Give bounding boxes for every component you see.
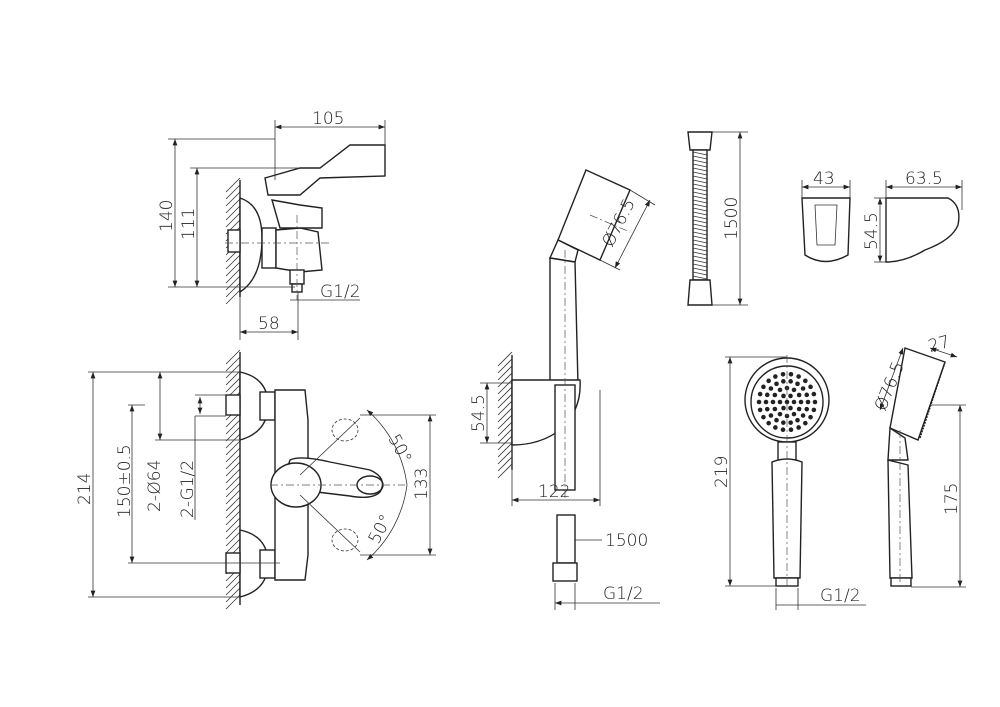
dim-2-g12: 2-G1/2	[178, 460, 198, 518]
hose-length-label: 1500	[605, 531, 648, 551]
angle-50-upper: 50°	[384, 431, 416, 467]
dim-58: 58	[258, 314, 280, 334]
dim-holder-43: 43	[813, 169, 835, 189]
spray-nozzles	[756, 371, 818, 433]
dim-27: 27	[926, 332, 952, 357]
dim-122: 122	[538, 482, 570, 502]
dim-hose-1500: 1500	[722, 197, 742, 240]
hand-shower-view: 219 G1/2 Ø76.5 27 175	[712, 332, 966, 610]
wall-hatch	[225, 177, 241, 305]
dim-133: 133	[412, 468, 432, 500]
dim-105: 105	[312, 109, 344, 129]
thread-g12-handshower: G1/2	[820, 586, 861, 606]
dim-214: 214	[75, 473, 95, 505]
dim-140: 140	[157, 200, 177, 232]
angle-50-lower: 50°	[365, 511, 397, 547]
shower-set-view: Ø76.5 54.5 122 1500 G1/2	[469, 169, 660, 610]
hose-view: 1500	[687, 131, 748, 306]
dim-holder-545: 54.5	[862, 212, 882, 250]
thread-g12-hose: G1/2	[603, 584, 644, 604]
wall-hatch	[497, 351, 513, 479]
holder-view: 43 63.5 54.5	[801, 169, 963, 263]
dim-2-d64: 2-Ø64	[145, 460, 165, 512]
hose-coil	[692, 151, 708, 280]
dim-holder-545: 54.5	[469, 394, 489, 432]
dim-150: 150±0.5	[115, 444, 135, 518]
mixer-top-view: 105 140 111 58 G1/2	[157, 109, 386, 340]
mixer-front-view: 50° 50° 214 150±0.5 2-Ø64 2-G1/2 133	[75, 349, 436, 610]
dim-175: 175	[942, 483, 962, 515]
dim-219: 219	[712, 456, 732, 488]
thread-g12: G1/2	[320, 282, 361, 302]
dim-111: 111	[179, 208, 199, 240]
dim-holder-635: 63.5	[905, 169, 943, 189]
